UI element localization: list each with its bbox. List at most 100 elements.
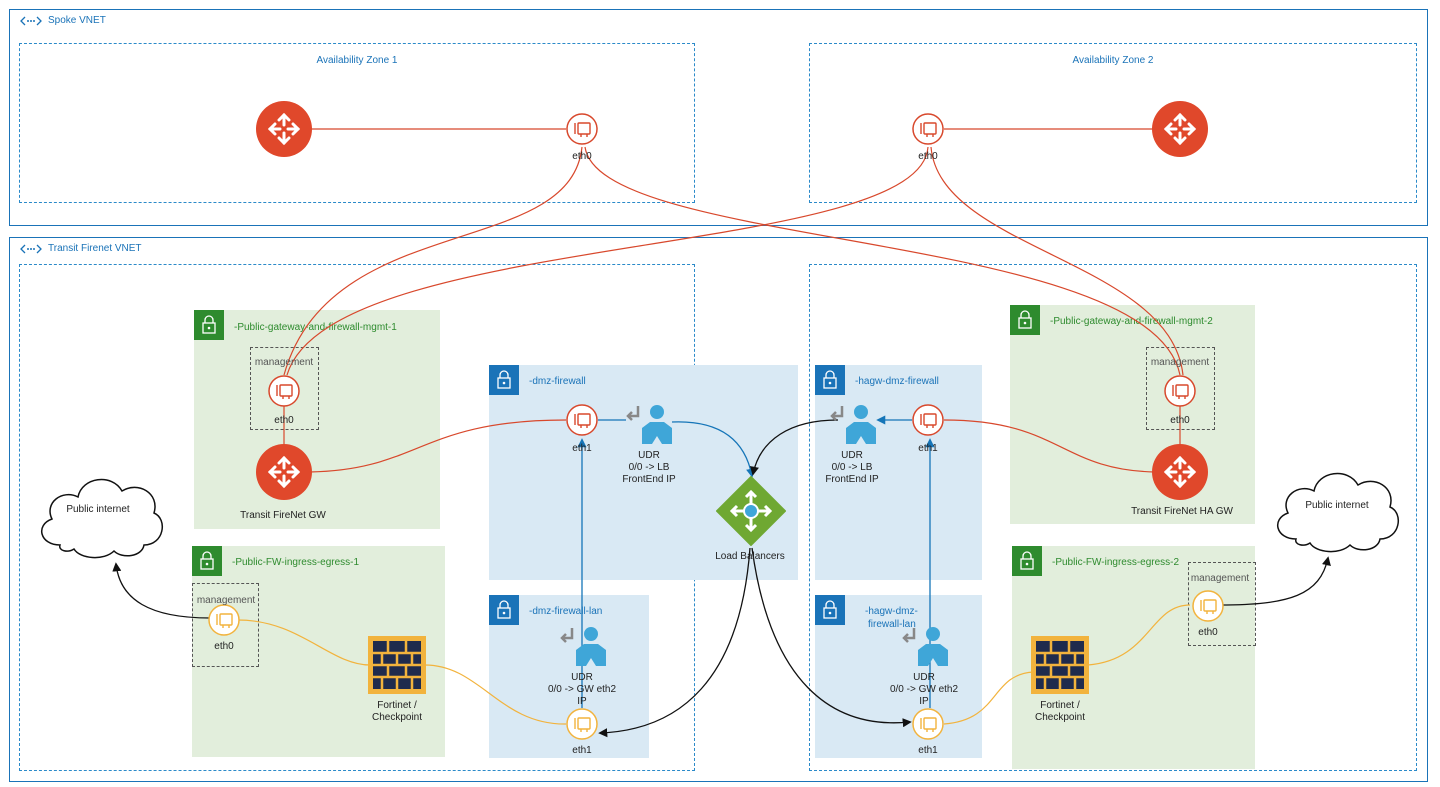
ingress1-eth0-label: eth0	[214, 641, 234, 652]
az2-label: Availability Zone 2	[1072, 55, 1154, 66]
link-lan-fw-right	[943, 671, 1034, 725]
subnet-hagw-dmz-firewall-lan-label-2: firewall-lan	[868, 619, 916, 630]
user-route-icon	[560, 627, 606, 666]
udr-gw-ip-label: IP	[919, 696, 929, 707]
transit-vnet-title: Transit Firenet VNET	[48, 243, 142, 254]
hagw-dmz-eth1-label: eth1	[918, 443, 938, 454]
link-gw-dmz-eth1	[309, 419, 567, 473]
firewall-icon	[368, 636, 426, 694]
spoke-eth0-left-label: eth0	[572, 151, 592, 162]
link-az2-eth0-to-hagw	[930, 146, 1184, 376]
user-route-icon	[902, 627, 948, 666]
subnet-dmz-firewall-label: -dmz-firewall	[529, 376, 586, 387]
network-interface-icon	[1192, 590, 1224, 622]
vnet-icon	[20, 244, 42, 253]
transit-vnet	[9, 237, 1428, 782]
az2-spoke	[809, 43, 1417, 203]
firewall-vendor-label-1: Fortinet /	[377, 700, 417, 711]
subnet-hagw-dmz-firewall-lan-label-1: -hagw-dmz-	[865, 606, 918, 617]
dmz-eth1-label: eth1	[572, 443, 592, 454]
link-eth0-to-internet-left	[112, 562, 211, 619]
hagw-lan-eth1-label: eth1	[918, 745, 938, 756]
link-hagw-dmz-eth1	[943, 419, 1156, 473]
network-interface-icon	[208, 604, 240, 636]
link-eth0-fw-left	[237, 619, 371, 666]
router-icon	[1152, 444, 1208, 500]
subnet-hagw-dmz-firewall-label: -hagw-dmz-firewall	[855, 376, 939, 387]
link-lb-to-lan-right	[751, 547, 912, 728]
az2-transit	[809, 264, 1417, 771]
spoke-vnet	[9, 9, 1428, 226]
public-internet-label: Public internet	[66, 504, 130, 515]
network-interface-icon	[912, 113, 944, 145]
link-udr-to-lb-right	[750, 419, 839, 476]
udr-label: UDR	[571, 672, 593, 683]
subnet-hagw-dmz-firewall	[815, 365, 982, 580]
lock-icon	[489, 595, 519, 625]
udr-gw-route-label: 0/0 -> GW eth2	[547, 684, 617, 695]
lock-icon	[815, 595, 845, 625]
link-az1-eth0-to-hagw	[584, 146, 1181, 376]
router-icon	[256, 101, 312, 157]
udr-lb-frontend-label: FrontEnd IP	[825, 474, 879, 485]
cloud-icon	[1277, 472, 1400, 553]
ingress2-eth0-label: eth0	[1198, 627, 1218, 638]
public-internet-label: Public internet	[1305, 500, 1369, 511]
user-route-icon	[626, 405, 672, 444]
udr-gw-ip-label: IP	[577, 696, 587, 707]
link-fw-lan-left	[424, 664, 567, 725]
az1-spoke	[19, 43, 695, 203]
lan-eth1-label: eth1	[572, 745, 592, 756]
management-label: management	[196, 595, 256, 606]
subnet-mgmt-2-label: -Public-gateway-and-firewall-mgmt-2	[1050, 316, 1213, 327]
hagw-eth0-label: eth0	[1170, 415, 1190, 426]
user-route-icon	[830, 405, 876, 444]
spoke-eth0-right-label: eth0	[918, 151, 938, 162]
firewall-vendor-label-2: Checkpoint	[1034, 712, 1086, 723]
link-lb-to-lan-left	[598, 547, 751, 738]
firewall-vendor-label-1: Fortinet /	[1040, 700, 1080, 711]
udr-gw-route-label: 0/0 -> GW eth2	[889, 684, 959, 695]
gw-eth0-label: eth0	[274, 415, 294, 426]
cloud-icon	[41, 478, 164, 559]
transit-vnet-label: Transit Firenet VNET	[20, 243, 142, 254]
udr-label: UDR	[841, 450, 863, 461]
link-udr-to-lb-left	[671, 421, 756, 478]
vnet-icon	[20, 16, 42, 25]
lock-icon	[489, 365, 519, 395]
lock-icon	[1012, 546, 1042, 576]
management-label: management	[254, 357, 314, 368]
udr-lb-route-label: 0/0 -> LB	[628, 462, 670, 473]
spoke-vnet-title: Spoke VNET	[48, 15, 106, 26]
udr-lb-route-label: 0/0 -> LB	[831, 462, 873, 473]
network-interface-icon	[268, 375, 300, 407]
link-fw-eth0-right	[1087, 604, 1191, 666]
transit-gw-label: Transit FireNet GW	[240, 510, 326, 521]
udr-lb-frontend-label: FrontEnd IP	[622, 474, 676, 485]
network-interface-icon	[566, 404, 598, 436]
network-interface-icon	[912, 404, 944, 436]
lock-icon	[192, 546, 222, 576]
management-label: management	[1190, 573, 1250, 584]
router-icon	[1152, 101, 1208, 157]
lock-icon	[1010, 305, 1040, 335]
link-eth0-to-internet-right	[1219, 556, 1331, 606]
link-az1-eth0-to-gw	[283, 146, 583, 376]
az1-label: Availability Zone 1	[316, 55, 398, 66]
load-balancer-icon	[716, 476, 786, 546]
spoke-vnet-label: Spoke VNET	[20, 15, 106, 26]
network-interface-icon	[566, 708, 598, 740]
mgmt-box-3	[192, 583, 259, 667]
udr-label: UDR	[913, 672, 935, 683]
subnet-mgmt-1-label: -Public-gateway-and-firewall-mgmt-1	[234, 322, 397, 333]
transit-ha-gw-label: Transit FireNet HA GW	[1131, 506, 1233, 517]
firewall-icon	[1031, 636, 1089, 694]
udr-label: UDR	[638, 450, 660, 461]
subnet-ingress-2-label: -Public-FW-ingress-egress-2	[1052, 557, 1180, 568]
network-interface-icon	[566, 113, 598, 145]
router-icon	[256, 444, 312, 500]
firewall-vendor-label-2: Checkpoint	[371, 712, 423, 723]
management-label: management	[1150, 357, 1210, 368]
lock-icon	[815, 365, 845, 395]
